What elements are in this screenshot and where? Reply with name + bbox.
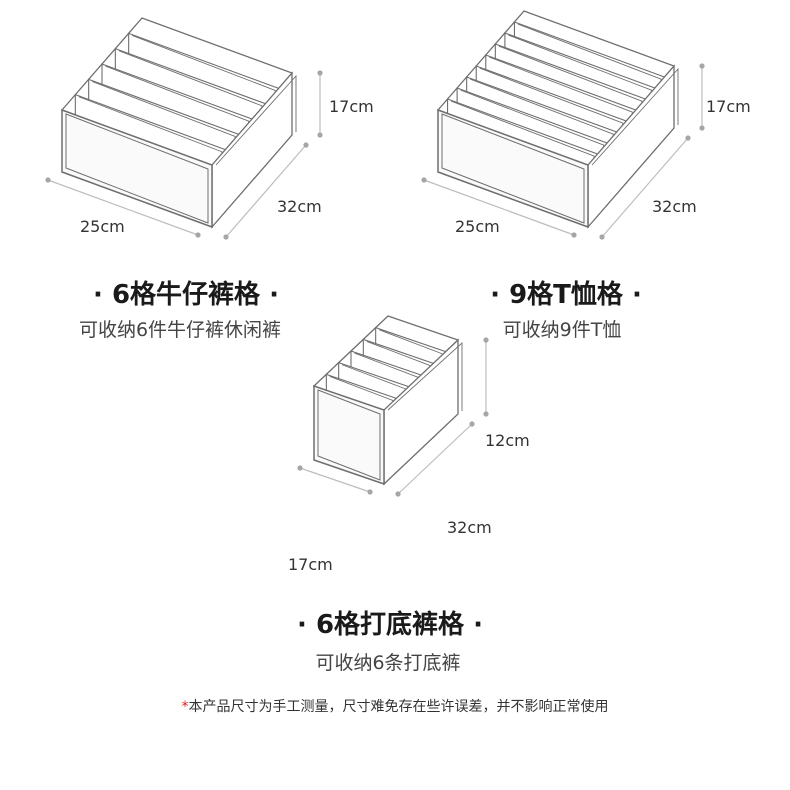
depth-label-leggings: 32cm (447, 518, 492, 537)
depth-dimension-line (225, 144, 307, 238)
front-panel-inner-edge (65, 113, 209, 224)
dimension-dot (395, 491, 401, 497)
title-leggings: · 6格打底裤格 · (297, 612, 483, 638)
box-front-panel (437, 108, 589, 229)
dimension-dot (317, 132, 323, 138)
depth-dimension-line (601, 137, 689, 238)
subtitle-leggings: 可收纳6条打底裤 (315, 652, 461, 674)
dimension-dot (483, 411, 489, 417)
title-bullet-left: · (490, 280, 501, 310)
title-text: 6格牛仔裤格 (111, 280, 261, 310)
dimension-dot (685, 135, 691, 141)
subtitle-jeans: 可收纳6件牛仔裤休闲裤 (78, 319, 282, 341)
width-dimension-line (47, 179, 199, 236)
dimension-dot (699, 63, 705, 69)
depth-dimension-line (397, 423, 473, 495)
width-dimension-line (299, 467, 371, 493)
depth-label-tshirt: 32cm (652, 197, 697, 216)
height-label-tshirt: 17cm (706, 97, 751, 116)
dimension-dot (317, 70, 323, 76)
dimension-dot (195, 232, 201, 238)
title-bullet-right: · (631, 280, 642, 310)
organizer-box-6-leggings (297, 315, 489, 497)
title-text: 6格打底裤格 (315, 610, 465, 640)
title-tshirt: · 9格T恤格 · (490, 282, 642, 308)
footnote-text: 本产品尺寸为手工测量，尺寸难免存在些许误差，并不影响正常使用 (188, 699, 609, 715)
width-label-jeans: 25cm (80, 217, 125, 236)
width-label-leggings: 17cm (288, 555, 333, 574)
height-label-jeans: 17cm (329, 97, 374, 116)
dimension-dot (223, 234, 229, 240)
dimension-dot (367, 489, 373, 495)
width-dimension-line (423, 179, 575, 236)
footnote-asterisk: * (181, 699, 189, 715)
front-panel-inner-edge (317, 389, 381, 481)
front-panel-inner-edge (441, 113, 585, 224)
organizer-box-9-tshirt (421, 10, 705, 240)
width-label-tshirt: 25cm (455, 217, 500, 236)
subtitle-tshirt: 可收纳9件T恤 (502, 319, 622, 341)
side-panel-edge (215, 74, 297, 166)
dimension-dot (297, 465, 303, 471)
title-jeans: · 6格牛仔裤格 · (93, 282, 279, 308)
dimension-dot (45, 177, 51, 183)
box-front-panel (313, 384, 385, 486)
dimension-dot (469, 421, 475, 427)
dimension-dot (303, 142, 309, 148)
footnote: *本产品尺寸为手工测量，尺寸难免存在些许误差，并不影响正常使用 (182, 700, 609, 714)
box-front-panel (61, 108, 213, 229)
dimension-dot (571, 232, 577, 238)
title-bullet-right: · (269, 280, 279, 310)
organizer-box-6-jeans (45, 17, 323, 240)
title-bullet-left: · (297, 610, 307, 640)
dimension-dot (599, 234, 605, 240)
title-bullet-left: · (93, 280, 103, 310)
height-label-leggings: 12cm (485, 431, 530, 450)
depth-label-jeans: 32cm (277, 197, 322, 216)
dimension-dot (483, 337, 489, 343)
dimension-dot (421, 177, 427, 183)
title-text: 9格T恤格 (509, 280, 623, 310)
dimension-dot (699, 125, 705, 131)
side-panel-edge (387, 341, 463, 411)
title-bullet-right: · (473, 610, 483, 640)
side-panel-edge (591, 67, 679, 166)
